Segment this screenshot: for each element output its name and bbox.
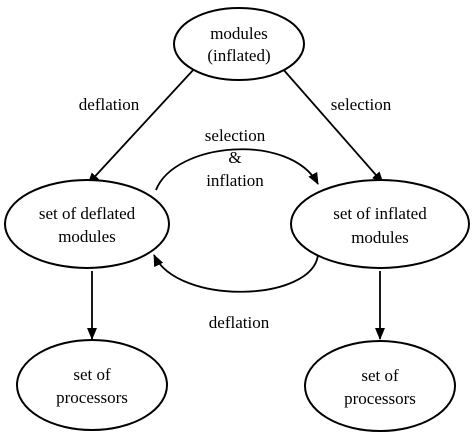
edge-top-to-deflated xyxy=(87,67,196,185)
node-inflated-modules: set of inflated modules xyxy=(290,179,470,269)
edge-label-ampersand-loop: & xyxy=(228,148,241,167)
edge-label-inflation-loop: inflation xyxy=(206,171,264,190)
node-label-line: set of xyxy=(361,366,399,385)
node-label-line: modules xyxy=(58,227,116,246)
edge-label-deflation-loop: deflation xyxy=(209,313,270,332)
node-label-line: processors xyxy=(56,388,128,407)
node-processors-left: set of processors xyxy=(16,339,168,431)
node-processors-right: set of processors xyxy=(304,340,456,432)
node-modules-inflated: modules (inflated) xyxy=(173,7,305,81)
node-label-line: processors xyxy=(344,389,416,408)
edge-inflated-to-deflated xyxy=(153,254,319,293)
node-label-line: set of xyxy=(73,365,111,384)
node-label-line: (inflated) xyxy=(207,46,270,65)
node-label-line: modules xyxy=(351,228,409,247)
edge-deflated-to-inflated xyxy=(155,148,319,191)
edge-label-deflation-top: deflation xyxy=(79,95,140,114)
edge-top-to-inflated xyxy=(281,67,384,184)
node-label-line: set of deflated xyxy=(39,204,136,223)
node-label-line: modules xyxy=(210,24,268,43)
edge-label-selection-top: selection xyxy=(331,95,392,114)
node-deflated-modules: set of deflated modules xyxy=(4,179,170,269)
node-label-line: set of inflated xyxy=(333,204,427,223)
edge-label-selection-loop: selection xyxy=(205,126,266,145)
